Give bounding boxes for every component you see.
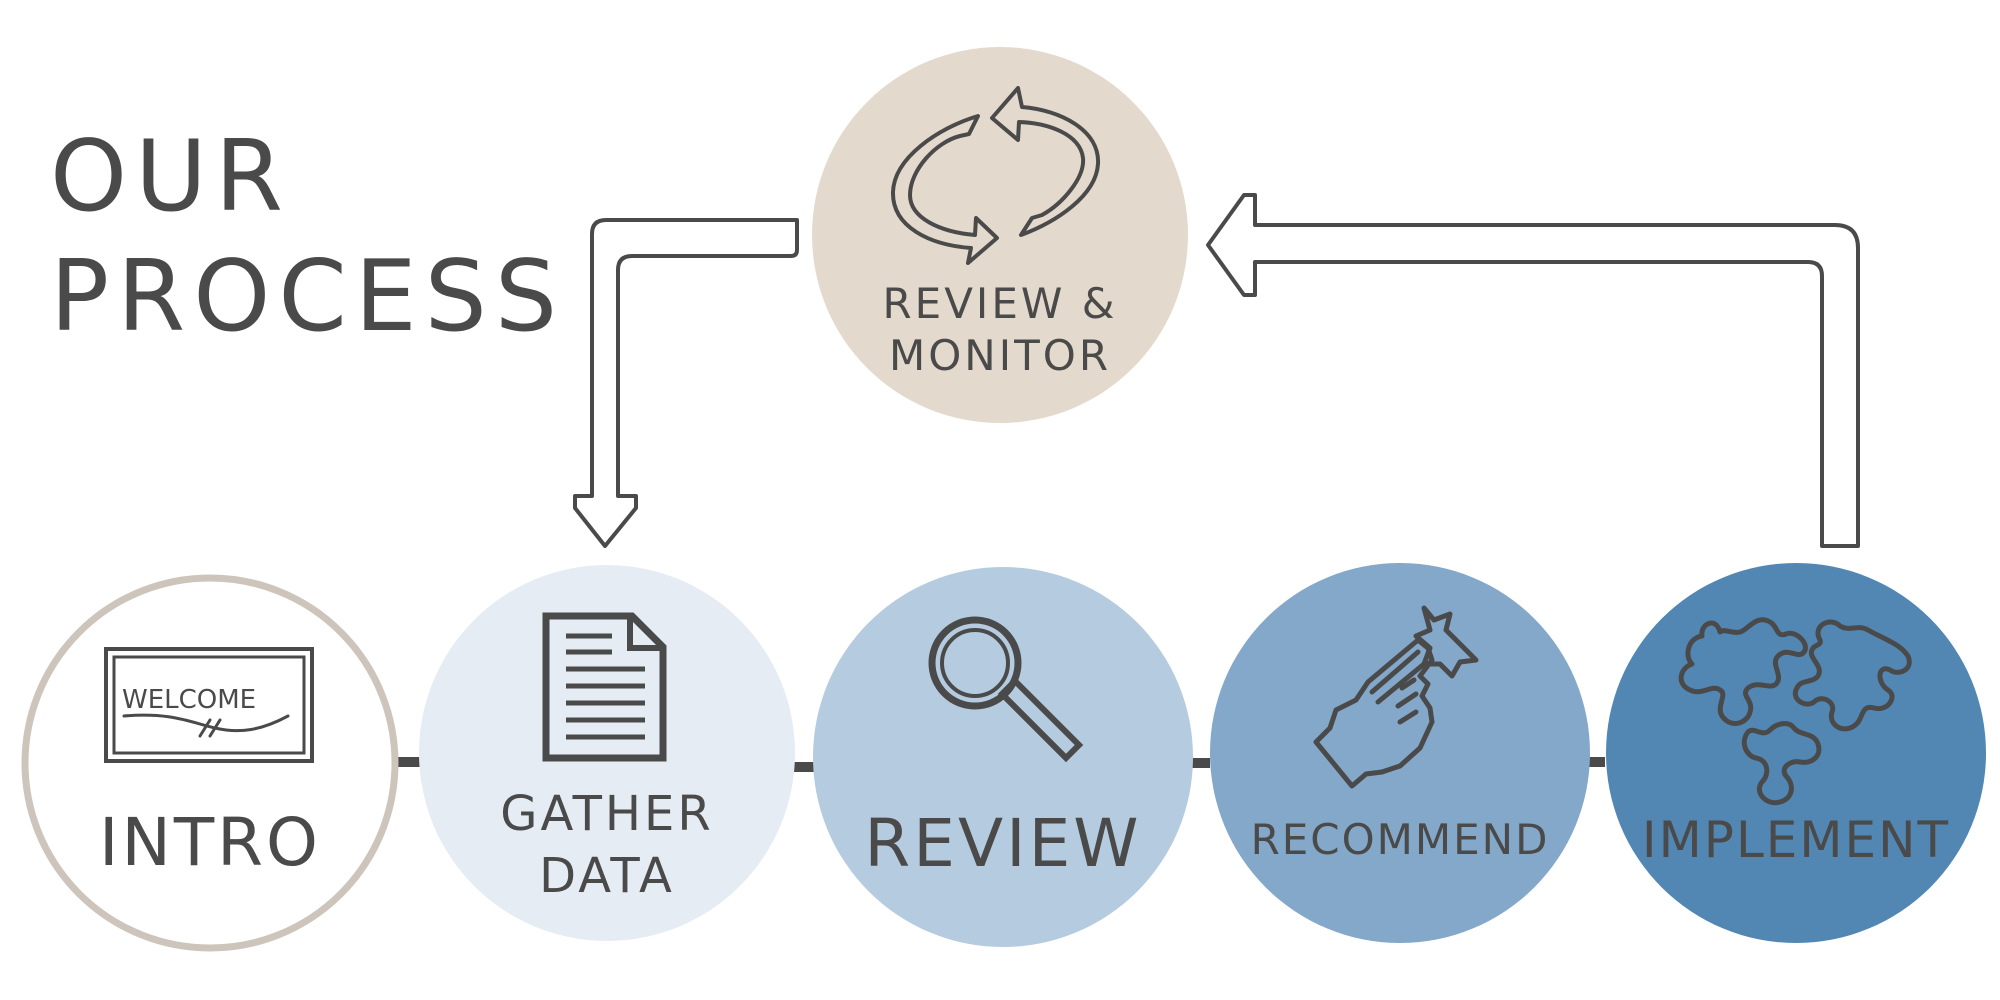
review-label: REVIEW (864, 805, 1141, 882)
step-intro: WELCOME INTRO (21, 574, 399, 952)
step-gather-data: GATHER DATA (419, 565, 795, 941)
magnifier-icon (928, 616, 1084, 763)
implement-label: IMPLEMENT (1642, 811, 1950, 869)
title-line-2: PROCESS (50, 240, 565, 354)
page-title: OUR PROCESS (50, 120, 565, 354)
review-monitor-label-2: MONITOR (889, 331, 1111, 380)
step-implement: IMPLEMENT (1606, 563, 1986, 943)
feedback-arrow-implement-to-monitor (1206, 193, 1860, 548)
title-line-1: OUR (50, 120, 291, 234)
pointing-hand-icon (1313, 605, 1479, 789)
recommend-label: RECOMMEND (1251, 815, 1550, 864)
arrow-monitor-to-gather (573, 218, 799, 548)
step-review: REVIEW (813, 567, 1193, 947)
review-monitor-step: REVIEW & MONITOR (812, 47, 1188, 423)
connector-intro-gather (398, 757, 423, 767)
document-icon (542, 612, 667, 762)
connector-recommend-implement (1583, 757, 1605, 767)
puzzle-icon (1678, 617, 1912, 806)
implement-circle (1606, 563, 1986, 943)
step-connectors (398, 757, 1605, 772)
gather-circle (419, 565, 795, 941)
refresh-cycle-icon (890, 86, 1101, 265)
review-monitor-label-1: REVIEW & (882, 279, 1117, 328)
recommend-circle (1210, 563, 1590, 943)
intro-label: INTRO (99, 804, 321, 881)
connector-review-recommend (1188, 758, 1210, 768)
gather-label-2: DATA (539, 848, 675, 904)
review-circle (813, 567, 1193, 947)
step-recommend: RECOMMEND (1210, 563, 1590, 943)
welcome-sign-icon: WELCOME (104, 647, 314, 763)
connector-gather-review (793, 762, 815, 772)
gather-label-1: GATHER (500, 786, 713, 842)
welcome-sign-text: WELCOME (122, 685, 256, 715)
